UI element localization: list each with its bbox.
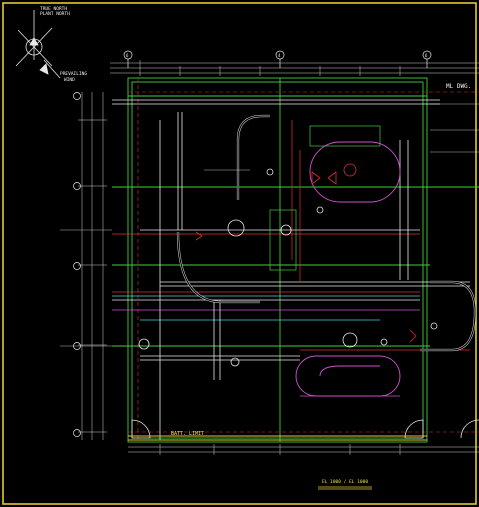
grid-bubble-label: 6 [126, 53, 129, 58]
grid-bubble [73, 262, 81, 270]
grid-bubble-label: 4 [278, 53, 281, 58]
instrument-bubble [138, 338, 150, 350]
wind-label: WIND [64, 78, 75, 83]
match-line-label: ML DWG. [446, 83, 472, 90]
true-north-label: TRUE NORTH [40, 7, 68, 12]
instrument-bubble [380, 338, 388, 346]
instrument-bubble [227, 219, 245, 237]
instrument-bubble [342, 332, 358, 348]
plant-north-label: PLANT NORTH [40, 12, 70, 17]
instrument-bubble [316, 206, 324, 214]
grid-bubble [73, 182, 81, 190]
north-arrow-icon [15, 10, 61, 79]
grid-bubble [73, 92, 81, 100]
grid-bubble-label: 6 [425, 53, 428, 58]
battery-limit-label: BATT. LIMIT [171, 431, 205, 437]
vessel-equipment [309, 141, 401, 203]
plot-boundary [127, 77, 428, 443]
prevailing-wind-label: PREVAILING [60, 72, 88, 77]
instrument-bubble [230, 357, 240, 367]
scale-note: EL 1000 / EL 1000 [322, 480, 369, 485]
instrument-bubble [430, 322, 438, 330]
instrument-bubble [343, 163, 357, 177]
vessel-equipment [295, 355, 401, 397]
grid-bubble [73, 429, 81, 437]
instrument-bubble [280, 224, 292, 236]
instrument-bubble [266, 168, 274, 176]
